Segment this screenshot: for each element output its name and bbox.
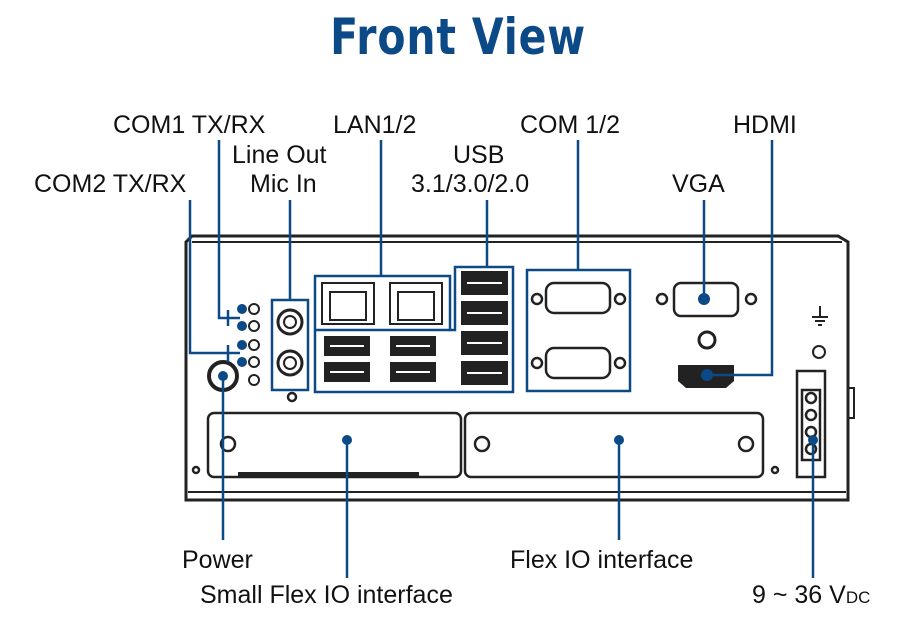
lan-ports bbox=[321, 282, 443, 325]
callout-dots bbox=[218, 293, 818, 445]
label-lan: LAN1/2 bbox=[333, 111, 417, 139]
small-flex-io-panel bbox=[206, 411, 463, 479]
label-power: Power bbox=[182, 546, 253, 574]
label-vga: VGA bbox=[672, 170, 725, 198]
flex-io-panel bbox=[463, 411, 765, 479]
label-com1-txrx: COM1 TX/RX bbox=[113, 111, 266, 139]
chassis bbox=[184, 234, 855, 502]
ground-screw bbox=[812, 345, 826, 359]
led-indicators bbox=[248, 303, 260, 386]
label-usb: USB bbox=[453, 141, 505, 169]
lan-usb-group bbox=[313, 265, 515, 394]
label-com12: COM 1/2 bbox=[520, 111, 621, 139]
label-dc-input: 9 ~ 36 VDC bbox=[752, 581, 871, 609]
usb-port-details bbox=[330, 282, 502, 374]
label-mic-in: Mic In bbox=[250, 170, 317, 198]
label-com2-txrx: COM2 TX/RX bbox=[34, 170, 187, 198]
label-flex-io: Flex IO interface bbox=[510, 546, 694, 574]
label-line-out: Line Out bbox=[232, 141, 327, 169]
label-hdmi: HDMI bbox=[733, 111, 797, 139]
callout-lines bbox=[188, 140, 815, 578]
ground-icon bbox=[812, 306, 828, 326]
flex-io-panels bbox=[191, 411, 780, 479]
audio-jacks bbox=[276, 308, 304, 403]
dc-terminal-block bbox=[795, 369, 827, 479]
screw-icon bbox=[697, 330, 717, 350]
page-title: Front View bbox=[330, 8, 586, 66]
label-usb-version: 3.1/3.0/2.0 bbox=[411, 170, 530, 198]
label-small-flex-io: Small Flex IO interface bbox=[200, 581, 453, 609]
com-ports bbox=[530, 281, 627, 380]
